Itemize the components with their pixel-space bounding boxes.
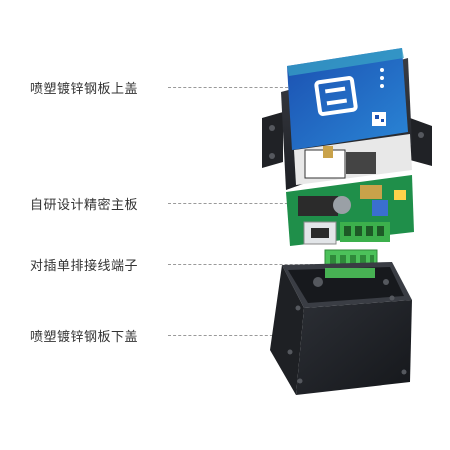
left-mount-ear <box>262 112 283 168</box>
top-cover <box>262 48 432 190</box>
antenna-connector-icon <box>323 146 333 158</box>
leader-line-bottom-cover <box>168 335 278 336</box>
callout-main-board: 自研设计精密主板 <box>30 198 139 213</box>
indicator-led-icon <box>380 68 384 72</box>
tray-screw-hole <box>313 277 323 287</box>
tray-terminal-opening <box>325 268 375 278</box>
tray-screw-hole <box>287 349 293 355</box>
battery-icon <box>333 196 351 214</box>
ear-screw-hole <box>418 132 424 138</box>
tray-front-wall <box>296 300 412 395</box>
tray-left-wall <box>270 265 304 395</box>
rj45-port-icon <box>304 149 346 179</box>
tray-screw-hole <box>297 378 303 384</box>
leader-line-terminal <box>168 264 318 265</box>
sim-slot-icon <box>346 152 376 174</box>
leader-line-top-cover <box>168 87 288 88</box>
panel-top-strip <box>287 48 404 76</box>
ear-screw-hole <box>269 153 275 159</box>
right-mount-ear <box>410 118 432 166</box>
capacitor-icon <box>394 190 406 200</box>
component-icon <box>372 200 388 216</box>
tray-screw-hole <box>389 295 395 301</box>
chip-icon <box>298 196 338 216</box>
tray-screw-hole <box>383 279 389 285</box>
connector-icon <box>360 185 382 199</box>
leader-line-main-board <box>168 203 293 204</box>
callout-top-cover: 喷塑镀锌钢板上盖 <box>30 82 139 97</box>
indicator-led-icon <box>380 84 384 88</box>
callout-bottom-cover: 喷塑镀锌钢板下盖 <box>30 330 139 345</box>
main-board <box>286 175 414 246</box>
tray-screw-hole <box>295 305 301 311</box>
callout-terminal: 对插单排接线端子 <box>30 259 139 274</box>
indicator-led-icon <box>380 76 384 80</box>
bottom-cover <box>270 262 412 395</box>
ear-screw-hole <box>269 125 275 131</box>
brand-logo-icon <box>314 76 358 116</box>
tray-screw-hole <box>401 369 407 375</box>
